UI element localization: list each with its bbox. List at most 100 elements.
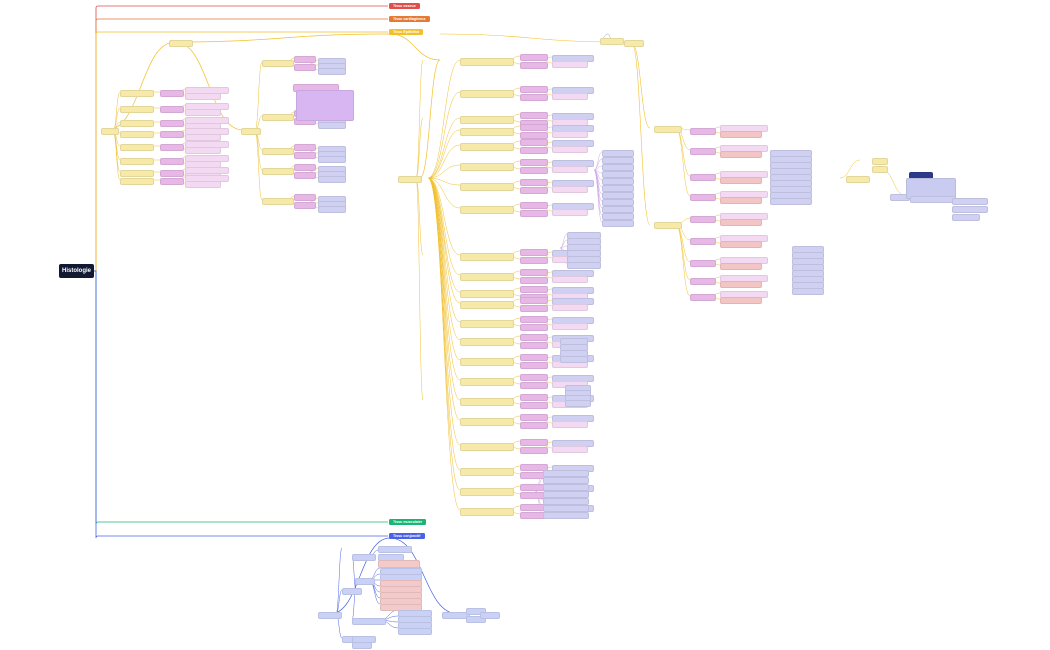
mind-map-node[interactable]: [720, 151, 762, 159]
mind-map-node[interactable]: [910, 196, 956, 204]
mind-map-node[interactable]: [262, 60, 294, 68]
mind-map-node[interactable]: [520, 342, 548, 350]
mind-map-node[interactable]: [552, 61, 588, 69]
mind-map-node[interactable]: [654, 222, 682, 230]
mind-map-node[interactable]: [552, 304, 588, 312]
tissue-node-epithelial[interactable]: Tissu Épithélial: [389, 29, 424, 35]
mind-map-node[interactable]: [294, 144, 316, 152]
mind-map-node[interactable]: [120, 178, 154, 186]
mind-map-node[interactable]: [952, 198, 988, 206]
mind-map-node[interactable]: [602, 150, 634, 158]
mind-map-node[interactable]: [294, 64, 316, 72]
mind-map-node[interactable]: [185, 134, 221, 142]
mind-map-node[interactable]: [318, 176, 346, 184]
mind-map-node[interactable]: [460, 273, 514, 282]
mind-map-node[interactable]: [552, 446, 588, 454]
mind-map-node[interactable]: [398, 628, 432, 636]
mind-map-node[interactable]: [520, 439, 548, 447]
mind-map-node[interactable]: [120, 90, 154, 98]
mind-map-node[interactable]: [466, 616, 486, 624]
mind-map-node[interactable]: [520, 316, 548, 324]
mind-map-node[interactable]: [520, 402, 548, 410]
mind-map-node[interactable]: [120, 170, 154, 178]
mind-map-node[interactable]: [160, 170, 184, 178]
mind-map-node[interactable]: [169, 40, 193, 48]
mind-map-node[interactable]: [552, 166, 588, 174]
mind-map-node[interactable]: [602, 206, 634, 214]
mind-map-node[interactable]: [160, 178, 184, 186]
mind-map-node[interactable]: [520, 286, 548, 294]
mind-map-node[interactable]: [552, 276, 588, 284]
mind-map-node[interactable]: [720, 241, 762, 249]
mind-map-node[interactable]: [294, 172, 316, 180]
mind-map-node[interactable]: [602, 192, 634, 200]
mind-map-node[interactable]: [120, 158, 154, 166]
mind-map-node[interactable]: [466, 608, 486, 616]
mind-map-node[interactable]: [520, 147, 548, 155]
mind-map-node[interactable]: [520, 179, 548, 187]
mind-map-node[interactable]: [602, 220, 634, 228]
mind-map-node[interactable]: [690, 148, 716, 156]
mind-map-node[interactable]: [185, 93, 221, 101]
mind-map-node[interactable]: [846, 176, 870, 184]
mind-map-node[interactable]: [600, 38, 624, 46]
mind-map-node[interactable]: [552, 93, 588, 101]
mind-map-node[interactable]: [792, 288, 824, 296]
mind-map-node[interactable]: [460, 301, 514, 310]
mind-map-node[interactable]: [543, 505, 589, 513]
mind-map-node[interactable]: [543, 498, 589, 506]
mind-map-node[interactable]: [160, 106, 184, 114]
mind-map-node[interactable]: [520, 297, 548, 305]
mind-map-node[interactable]: [294, 152, 316, 160]
mind-map-node[interactable]: [460, 90, 514, 99]
mind-map-node[interactable]: [241, 128, 261, 136]
mind-map-node[interactable]: [602, 185, 634, 193]
mind-map-node[interactable]: [720, 177, 762, 185]
mind-map-node[interactable]: [543, 477, 589, 485]
mind-map-node[interactable]: [552, 186, 588, 194]
mind-map-node[interactable]: [690, 260, 716, 268]
mind-map-node[interactable]: [602, 178, 634, 186]
mind-map-node[interactable]: [460, 418, 514, 427]
mind-map-node[interactable]: [520, 362, 548, 370]
mind-map-node[interactable]: [294, 56, 316, 64]
mind-map-node[interactable]: [543, 470, 589, 478]
mind-map-node[interactable]: [296, 90, 354, 122]
mind-map-node[interactable]: [460, 206, 514, 215]
mind-map-node[interactable]: [654, 126, 682, 134]
mind-map-node[interactable]: [602, 157, 634, 165]
mind-map-node[interactable]: [460, 143, 514, 152]
mind-map-node[interactable]: [294, 194, 316, 202]
mind-map-node[interactable]: [318, 156, 346, 164]
mind-map-node[interactable]: [520, 374, 548, 382]
mind-map-node[interactable]: [520, 159, 548, 167]
tissue-node-muscle[interactable]: Tissu musculaire: [389, 519, 427, 525]
mind-map-node[interactable]: [520, 394, 548, 402]
mind-map-node[interactable]: [552, 421, 588, 429]
mind-map-node[interactable]: [318, 68, 346, 76]
mind-map-node[interactable]: [520, 62, 548, 70]
mind-map-node[interactable]: [160, 158, 184, 166]
mind-map-node[interactable]: [520, 139, 548, 147]
mind-map-node[interactable]: [602, 171, 634, 179]
mind-map-node[interactable]: [690, 216, 716, 224]
mind-map-node[interactable]: [318, 122, 346, 130]
mind-map-node[interactable]: [294, 164, 316, 172]
mind-map-node[interactable]: [120, 120, 154, 128]
mind-map-node[interactable]: [318, 206, 346, 214]
mind-map-node[interactable]: [520, 269, 548, 277]
mind-map-node[interactable]: [690, 128, 716, 136]
tissue-node-bone[interactable]: Tissu osseux: [389, 3, 420, 9]
mind-map-node[interactable]: [520, 94, 548, 102]
mind-map-node[interactable]: [543, 484, 589, 492]
mind-map-node[interactable]: [460, 358, 514, 367]
mind-map-node[interactable]: [262, 148, 294, 156]
mind-map-node[interactable]: [552, 209, 588, 217]
mind-map-node[interactable]: [520, 210, 548, 218]
mind-map-node[interactable]: [520, 54, 548, 62]
mind-map-node[interactable]: [872, 158, 888, 166]
mind-map-node[interactable]: [120, 144, 154, 152]
mind-map-node[interactable]: [442, 612, 470, 620]
mind-map-node[interactable]: [552, 323, 588, 331]
mind-map-node[interactable]: [318, 612, 342, 620]
